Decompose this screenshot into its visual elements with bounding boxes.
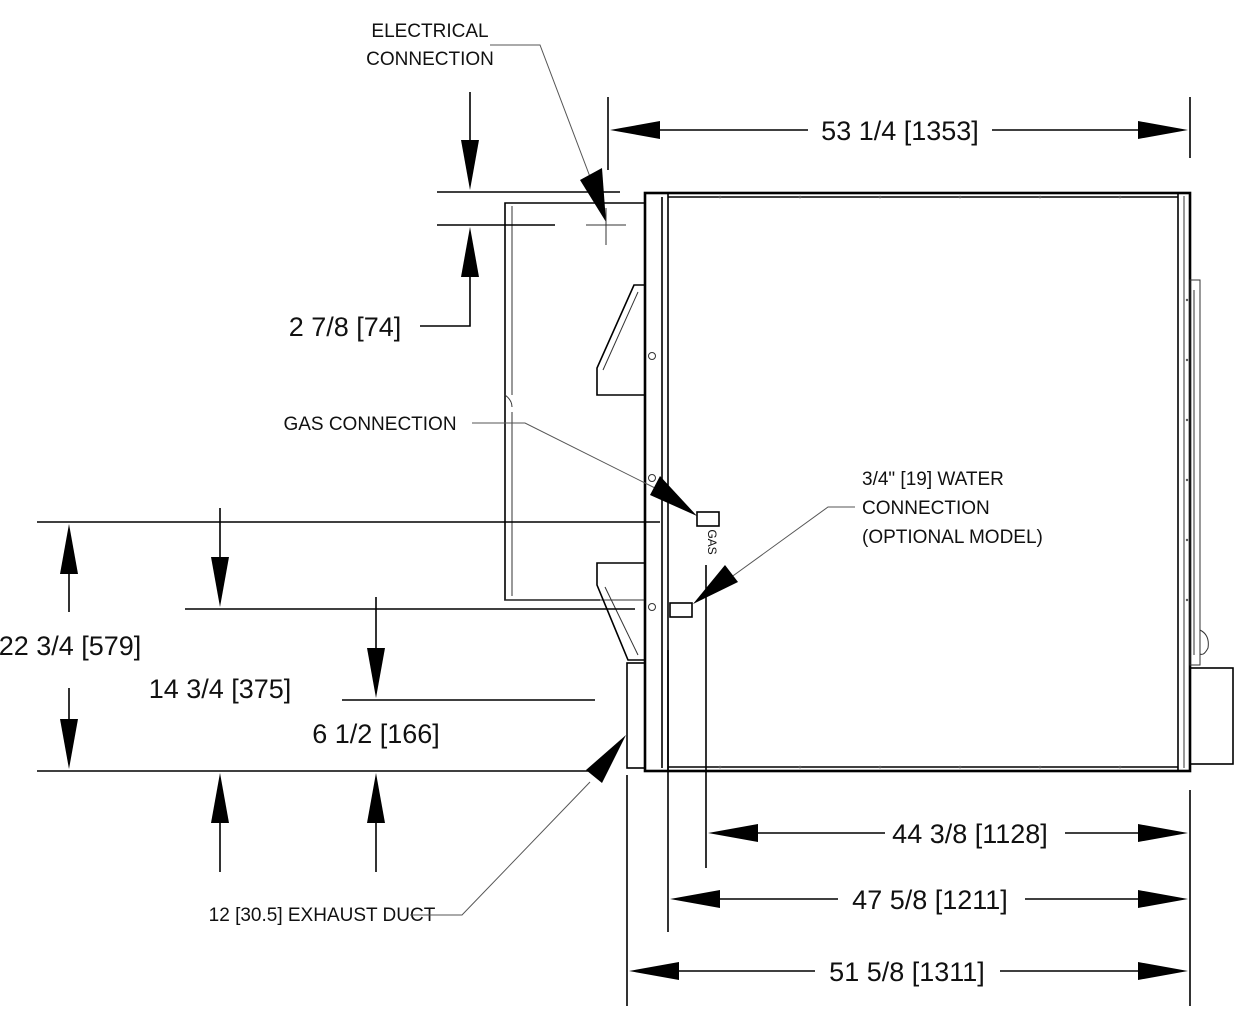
dimension-width-water: 44 3/8 [1128] bbox=[708, 819, 1188, 849]
dimension-height-mid-label: 14 3/4 [375] bbox=[149, 674, 292, 704]
dimension-height-total-label: 22 3/4 [579] bbox=[0, 631, 141, 661]
gas-tag: GAS bbox=[705, 529, 719, 554]
left-housing bbox=[504, 202, 646, 769]
dimension-width-body: 47 5/8 [1211] bbox=[670, 885, 1188, 915]
water-connection-label-line-1: 3/4" [19] WATER bbox=[862, 469, 1004, 490]
exhaust-duct-label: 12 [30.5] EXHAUST DUCT bbox=[209, 905, 436, 926]
dimension-electrical-offset: 2 7/8 [74] bbox=[289, 92, 620, 342]
electrical-connection-label-line-2: CONNECTION bbox=[366, 49, 494, 70]
water-connection-label-line-3: (OPTIONAL MODEL) bbox=[862, 527, 1043, 548]
dimension-height-low-label: 6 1/2 [166] bbox=[312, 719, 440, 749]
bottom-extension-lines bbox=[626, 565, 1191, 1006]
water-connection-label-line-2: CONNECTION bbox=[862, 498, 990, 519]
exhaust-duct-callout: 12 [30.5] EXHAUST DUCT bbox=[209, 735, 626, 926]
dimension-height-total: 22 3/4 [579] bbox=[0, 521, 660, 772]
dimension-width-overall-label: 51 5/8 [1311] bbox=[829, 957, 985, 987]
water-connection-callout: 3/4" [19] WATER CONNECTION (OPTIONAL MOD… bbox=[693, 469, 1043, 604]
dimension-overall-top-label: 53 1/4 [1353] bbox=[821, 116, 979, 146]
dimension-overall-top: 53 1/4 [1353] bbox=[607, 97, 1191, 170]
gas-connection-label: GAS CONNECTION bbox=[283, 414, 456, 435]
water-fitting bbox=[669, 602, 693, 618]
dimension-width-overall: 51 5/8 [1311] bbox=[629, 957, 1188, 987]
dimension-height-low: 6 1/2 [166] bbox=[312, 597, 595, 872]
electrical-connection-label-line-1: ELECTRICAL bbox=[371, 21, 488, 42]
gas-connection-callout: GAS CONNECTION bbox=[283, 414, 697, 516]
gas-fitting bbox=[696, 511, 720, 527]
dimension-width-water-label: 44 3/8 [1128] bbox=[892, 819, 1048, 849]
electrical-connection-callout: ELECTRICAL CONNECTION bbox=[366, 21, 626, 245]
dimension-width-body-label: 47 5/8 [1211] bbox=[852, 885, 1008, 915]
dimension-height-mid: 14 3/4 [375] bbox=[149, 508, 635, 872]
rivet-dots bbox=[718, 195, 1189, 769]
dimension-electrical-offset-label: 2 7/8 [74] bbox=[289, 312, 402, 342]
